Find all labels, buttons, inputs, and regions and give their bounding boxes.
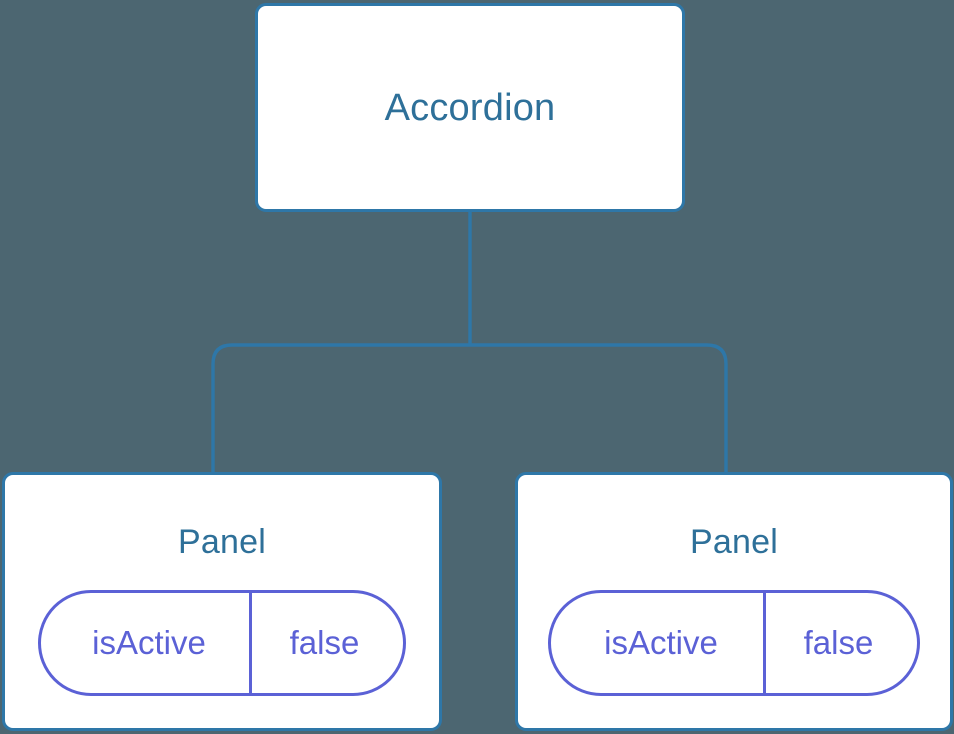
prop-pill-right[interactable]: isActive false	[548, 590, 920, 696]
node-panel-right[interactable]: Panel isActive false	[515, 472, 953, 731]
edge-to-right-panel	[470, 343, 728, 476]
node-accordion-label: Accordion	[384, 86, 556, 129]
node-panel-left[interactable]: Panel isActive false	[2, 472, 442, 731]
edge-to-left-panel	[211, 343, 470, 476]
node-panel-left-label: Panel	[178, 523, 266, 561]
prop-value-isactive-right: false	[803, 624, 874, 661]
prop-value-isactive-left: false	[289, 624, 360, 661]
prop-key-isactive-left: isActive	[41, 593, 252, 693]
prop-pill-left[interactable]: isActive false	[38, 590, 406, 696]
node-panel-right-label: Panel	[690, 523, 778, 561]
prop-key-isactive-right: isActive	[551, 593, 766, 693]
node-accordion[interactable]: Accordion	[255, 3, 685, 212]
